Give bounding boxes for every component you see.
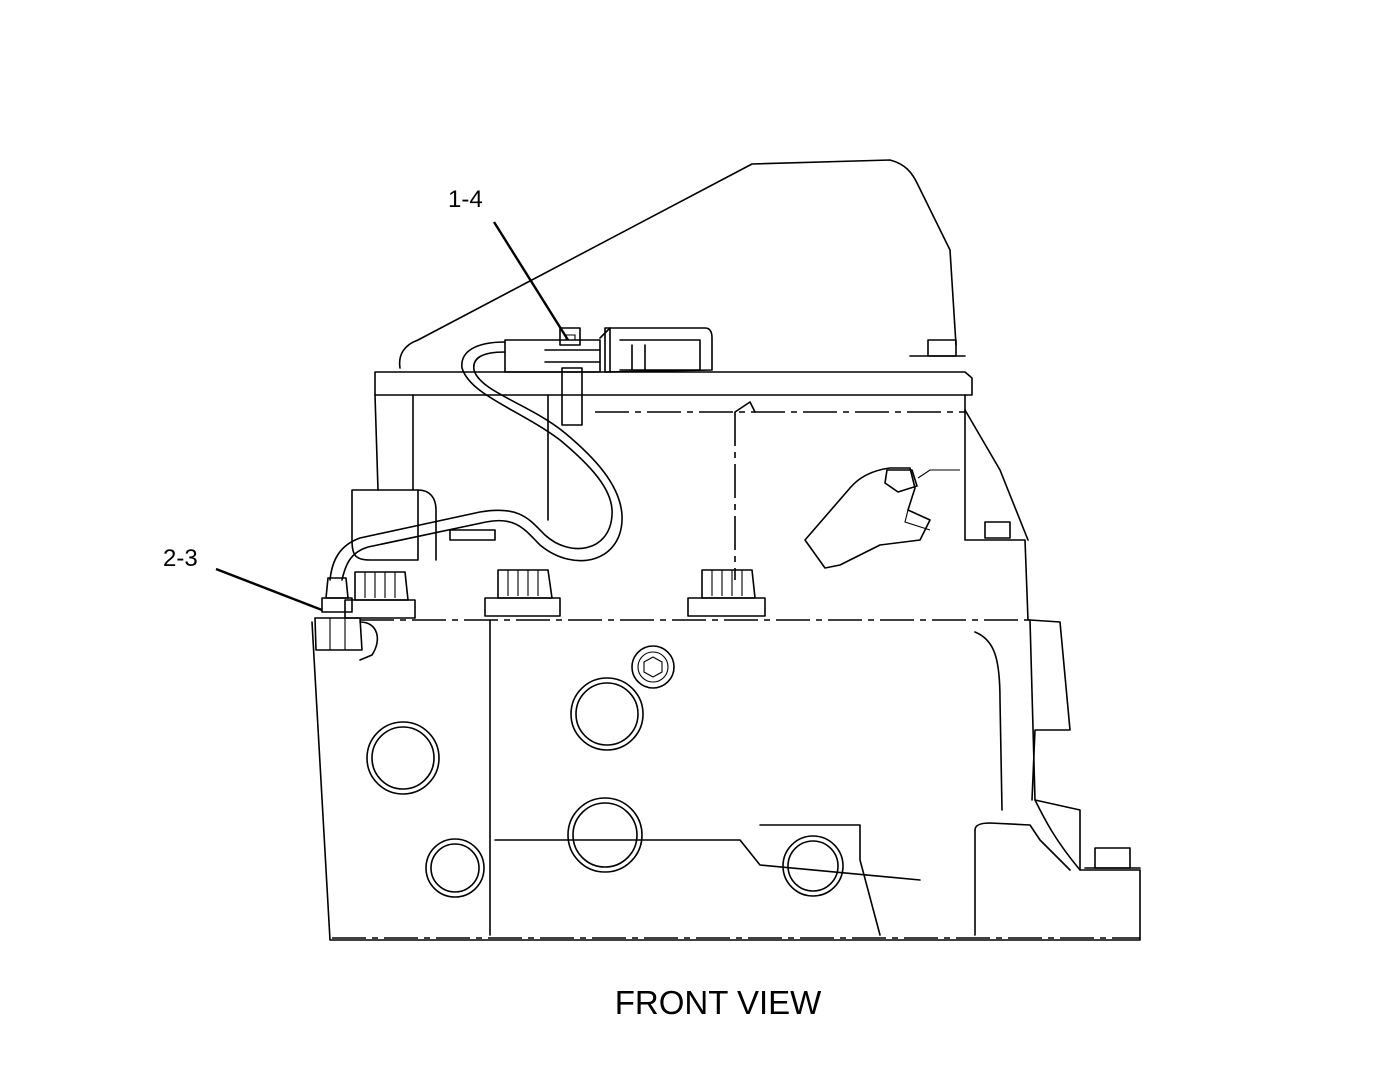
cover-bolt — [909, 339, 966, 357]
sensor-bracket — [804, 467, 960, 569]
wiring-harness — [329, 341, 623, 581]
callout-label-2-3: 2-3 — [163, 545, 198, 572]
pressure-sensor-fitting — [314, 577, 379, 661]
bottom-bolt — [1084, 847, 1141, 869]
leader-line-2-3 — [215, 567, 323, 612]
main-block — [311, 619, 1141, 941]
upper-cover — [374, 159, 1029, 621]
callout-label-1-4: 1-4 — [448, 186, 483, 213]
front-plugs — [366, 645, 844, 898]
view-title: FRONT VIEW — [615, 984, 822, 1021]
right-upper-bolt — [984, 521, 1011, 539]
injector-nuts — [344, 529, 766, 619]
harness-connector — [504, 327, 713, 426]
leader-line-1-4 — [492, 221, 570, 341]
